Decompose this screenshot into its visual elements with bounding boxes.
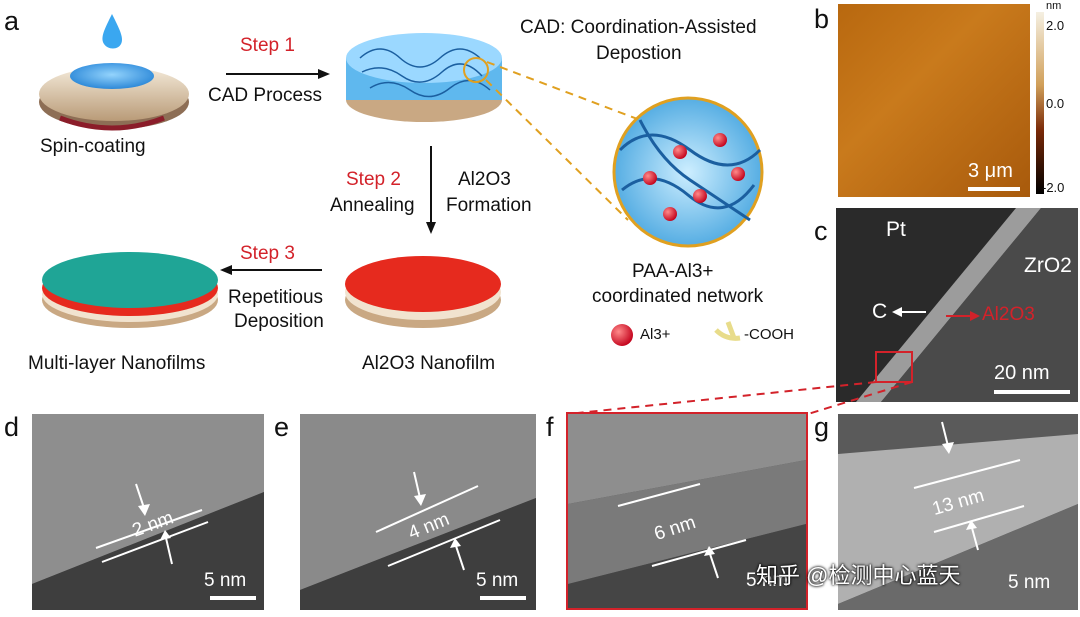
colorbar-unit: nm: [1046, 0, 1062, 12]
tem-image-g: 13 nm 5 nm: [838, 414, 1078, 610]
watermark: 知乎 @检测中心蓝天: [756, 563, 961, 588]
panel-label-c: c: [814, 216, 828, 246]
panel-label-d: d: [4, 412, 20, 442]
formation-line1: Al2O3: [458, 169, 511, 190]
step3-sub-line1: Repetitious: [228, 287, 324, 308]
spin-coating-label: Spin-coating: [40, 136, 146, 157]
network-label-line1: PAA-Al3+: [632, 261, 714, 282]
al-ion-legend-icon: [611, 324, 633, 346]
step1-label: Step 1: [240, 35, 295, 56]
step3-label: Step 3: [240, 243, 295, 264]
scale-d-label: 5 nm: [204, 570, 247, 591]
cad-title-line1: CAD: Coordination-Assisted: [520, 17, 757, 38]
tem-image-c: Pt C ZrO2 Al2O3 20 nm: [836, 208, 1078, 402]
multilayer-disk-icon: [42, 252, 218, 328]
scale-e-label: 5 nm: [476, 570, 519, 591]
step2-sub-label: Annealing: [330, 195, 415, 216]
multilayer-label: Multi-layer Nanofilms: [28, 353, 206, 374]
step1-sub-label: CAD Process: [208, 85, 323, 106]
al2o3-label: Al2O3: [982, 304, 1035, 325]
afm-colorbar: [1036, 12, 1044, 194]
step2-label: Step 2: [346, 169, 401, 190]
scale-e-bar: [480, 596, 526, 600]
afm-scale-bar: [968, 187, 1020, 191]
afm-scale-label: 3 μm: [968, 160, 1013, 182]
panel-label-a: a: [4, 6, 20, 36]
legend-cooh-label: -COOH: [744, 326, 794, 343]
panel-label-e: e: [274, 412, 290, 442]
network-label-line2: coordinated network: [592, 286, 764, 307]
scale-g-label: 5 nm: [1008, 572, 1051, 593]
nanofilm-label: Al2O3 Nanofilm: [362, 353, 496, 374]
formation-line2: Formation: [446, 195, 532, 216]
spin-coating-disk-icon: [39, 14, 189, 131]
c-label: C: [872, 300, 888, 323]
cooh-legend-icon: [714, 321, 741, 341]
cad-title-line2: Depostion: [596, 43, 682, 64]
al2o3-nanofilm-disk-icon: [345, 256, 501, 328]
afm-image: 3 μm: [838, 4, 1030, 197]
colorbar-tick-mid: 0.0: [1046, 96, 1065, 111]
panel-label-f: f: [546, 412, 554, 442]
pt-label: Pt: [886, 218, 906, 241]
tem-image-e: 4 nm 5 nm: [300, 414, 536, 610]
tem-c-scale-bar: [994, 390, 1070, 394]
tem-c-scale-label: 20 nm: [994, 362, 1050, 384]
panel-label-g: g: [814, 412, 830, 442]
scale-d-bar: [210, 596, 256, 600]
colorbar-tick-top: 2.0: [1046, 18, 1065, 33]
tem-image-f: 6 nm 5 nm: [566, 412, 808, 610]
colorbar-tick-bottom: -2.0: [1042, 180, 1065, 195]
scale-f-label: 5 nm: [746, 570, 789, 591]
coordinated-network-icon: [612, 96, 764, 248]
tem-image-d: 2 nm 5 nm: [32, 414, 264, 610]
legend-al-label: Al3+: [640, 326, 671, 343]
cad-disk-icon: [346, 33, 502, 122]
zro2-label: ZrO2: [1024, 254, 1072, 277]
step3-sub-line2: Deposition: [234, 311, 324, 332]
panel-label-b: b: [814, 4, 830, 34]
